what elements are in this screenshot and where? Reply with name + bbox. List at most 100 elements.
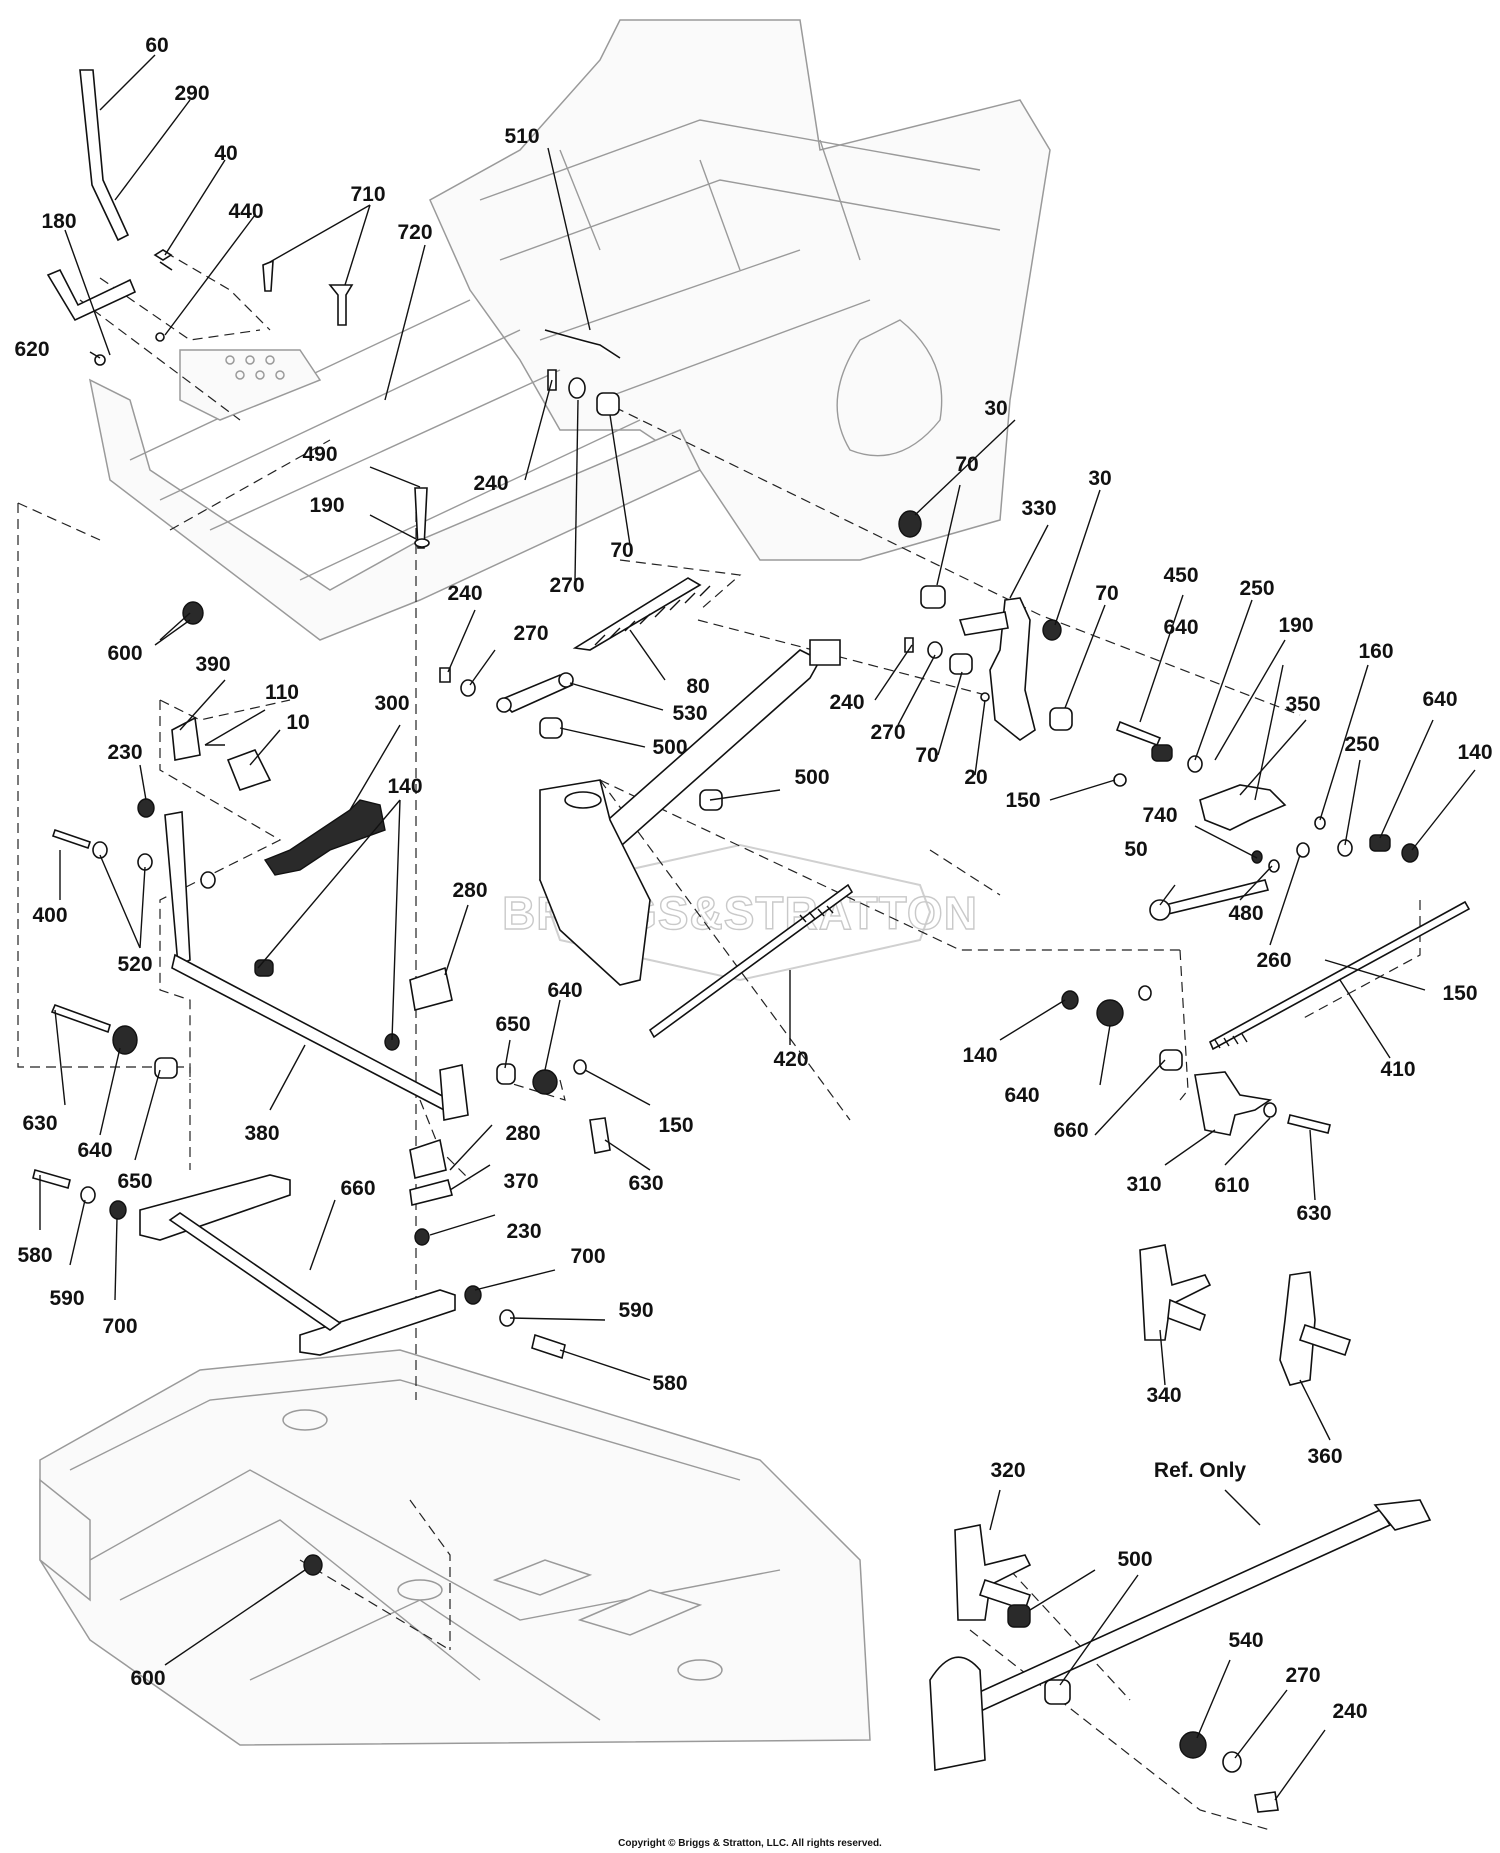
bellcrank-360-part (1279, 1271, 1316, 1386)
bolt-240-d-part (1254, 1791, 1279, 1813)
bolt-part (328, 284, 354, 326)
lift-link-660-left-part (139, 1174, 291, 1241)
callout-240-b: 240 (447, 582, 482, 605)
callout-500-b: 500 (794, 766, 829, 789)
bellcrank-330-part (989, 597, 1036, 741)
callout-520: 520 (117, 953, 152, 976)
bushing-640-e-part (1096, 999, 1124, 1027)
callout-260: 260 (1256, 949, 1291, 972)
callout-280-b: 280 (505, 1122, 540, 1145)
callout-640-b: 640 (1422, 688, 1457, 711)
callout-700-b: 700 (570, 1245, 605, 1268)
callout-410: 410 (1380, 1058, 1415, 1081)
clip-260-part (1296, 842, 1310, 858)
bolt-490-part (414, 487, 428, 549)
callout-180: 180 (41, 210, 76, 233)
callout-60: 60 (145, 34, 168, 57)
spring-80-part (572, 577, 702, 651)
lift-bracket-part (539, 779, 651, 986)
nut-230-part (137, 798, 155, 818)
callout-600-a: 600 (107, 642, 142, 665)
washer-270-b-part (460, 679, 476, 697)
bushing-640-part (1151, 744, 1173, 762)
nut-600-b-part (182, 601, 204, 625)
ref-only-rod-end-part (1373, 1499, 1432, 1531)
bushing-70-b-part (920, 585, 946, 609)
callout-710: 710 (350, 183, 385, 206)
callout-labels: 60 290 40 440 180 620 710 720 510 490 19… (14, 34, 1492, 1723)
callout-700-a: 700 (102, 1315, 137, 1338)
callout-370: 370 (503, 1170, 538, 1193)
callout-340: 340 (1146, 1384, 1181, 1407)
callout-590-b: 590 (618, 1299, 653, 1322)
callout-280-a: 280 (452, 879, 487, 902)
callout-80: 80 (686, 675, 709, 698)
pin-740-part (1251, 850, 1263, 864)
clamp-280-part (409, 966, 453, 1012)
washer-520-part (92, 841, 108, 859)
callout-250-b: 250 (1344, 733, 1379, 756)
clip-150-b-part (573, 1059, 587, 1075)
leader-lines (39, 54, 1476, 1801)
callout-150-a: 150 (1005, 789, 1040, 812)
callout-140-b: 140 (387, 775, 422, 798)
callout-660-a: 660 (1053, 1119, 1088, 1142)
callout-740: 740 (1142, 804, 1177, 827)
mower-deck-outline (39, 1349, 871, 1746)
nut-140-b-part (254, 959, 274, 977)
bushing-70-d-part (949, 653, 973, 675)
washer-270-c-part (927, 641, 943, 659)
nut-230-b-part (414, 1228, 430, 1246)
callout-150-c: 150 (658, 1114, 693, 1137)
nut-part (155, 332, 165, 342)
bushing-700-b-part (464, 1285, 482, 1305)
callout-290: 290 (174, 82, 209, 105)
callout-270-c: 270 (870, 721, 905, 744)
lift-link-660-bar-part (168, 1212, 342, 1331)
callout-490: 490 (302, 443, 337, 466)
bushing-700-part (109, 1200, 127, 1220)
callout-540: 540 (1228, 1629, 1263, 1652)
washer-480-part (1268, 859, 1280, 873)
callout-310: 310 (1126, 1173, 1161, 1196)
callout-70-a: 70 (610, 539, 633, 562)
bolt-630-c-part (1287, 1114, 1331, 1134)
callout-640-a: 640 (1163, 616, 1198, 639)
lift-arm-right-part (439, 1064, 469, 1121)
callout-420: 420 (773, 1048, 808, 1071)
callout-140-c: 140 (962, 1044, 997, 1067)
foot-lever-300-part (263, 799, 386, 876)
callout-720: 720 (397, 221, 432, 244)
bellcrank-shaft-part (958, 611, 1009, 636)
bolt-450-part (1115, 720, 1162, 747)
callout-140-a: 140 (1457, 741, 1492, 764)
callout-640-c: 640 (547, 979, 582, 1002)
ref-only-label: Ref. Only (1154, 1459, 1247, 1482)
clip-150-part (1113, 773, 1127, 787)
callout-230-a: 230 (107, 741, 142, 764)
lift-bracket-left-part (164, 811, 191, 967)
callout-190-a: 190 (309, 494, 344, 517)
callout-640-d: 640 (1004, 1084, 1039, 1107)
washer-270-d-part (1222, 1751, 1242, 1773)
callout-70-b: 70 (955, 453, 978, 476)
bushing-500-part (539, 717, 563, 739)
bracket-320-part (954, 1524, 1032, 1621)
callout-580-b: 580 (652, 1372, 687, 1395)
ref-only-tube-part (929, 1656, 986, 1771)
hose-part (544, 329, 621, 359)
callout-330: 330 (1021, 497, 1056, 520)
bolt-400-part (51, 828, 92, 850)
washer-270-part (568, 377, 586, 399)
pin-20-part (980, 692, 990, 702)
callout-10: 10 (286, 711, 309, 734)
callout-500-c: 500 (1117, 1548, 1152, 1571)
callout-350: 350 (1285, 693, 1320, 716)
callout-580-a: 580 (17, 1244, 52, 1267)
callout-620: 620 (14, 338, 49, 361)
bolt-630-part (50, 1003, 111, 1034)
bracket-310-part (1194, 1071, 1273, 1136)
tractor-frame-outline (88, 19, 1051, 641)
pin-160-part (1314, 816, 1326, 830)
